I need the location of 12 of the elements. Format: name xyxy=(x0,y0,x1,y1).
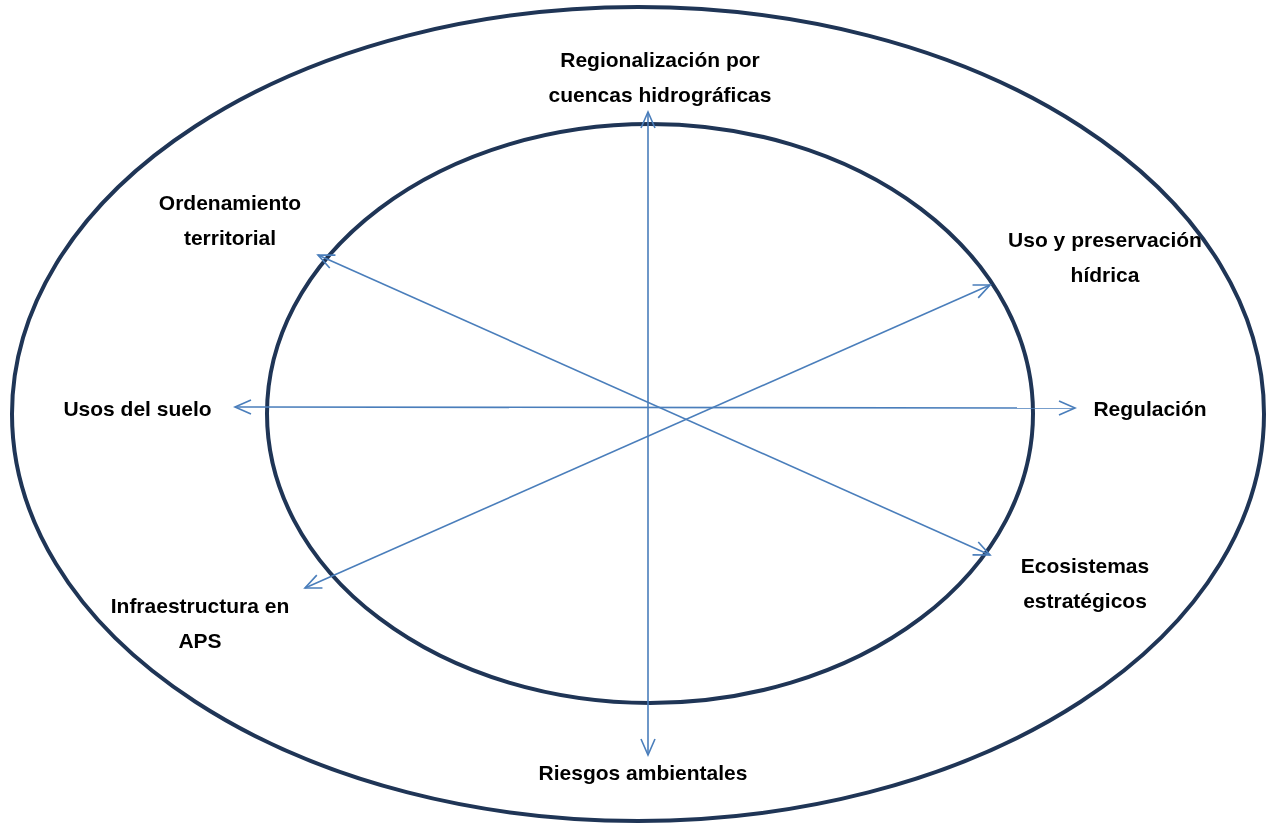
text-label: Uso y preservación hídrica xyxy=(990,222,1220,292)
text-label: Riesgos ambientales xyxy=(500,755,786,789)
text-label: Usos del suelo xyxy=(40,390,235,426)
text-label: Infraestructura en APS xyxy=(95,588,305,658)
text-label: Ordenamiento territorial xyxy=(130,185,330,255)
double-arrow xyxy=(304,284,991,589)
text-label: Ecosistemas estratégicos xyxy=(990,548,1180,618)
double-arrow xyxy=(317,254,991,556)
text-label: Regulación xyxy=(1075,390,1225,426)
double-arrow xyxy=(640,111,656,756)
double-arrow xyxy=(234,399,1076,416)
text-label: Regionalización por cuencas hidrográficas xyxy=(525,42,795,112)
